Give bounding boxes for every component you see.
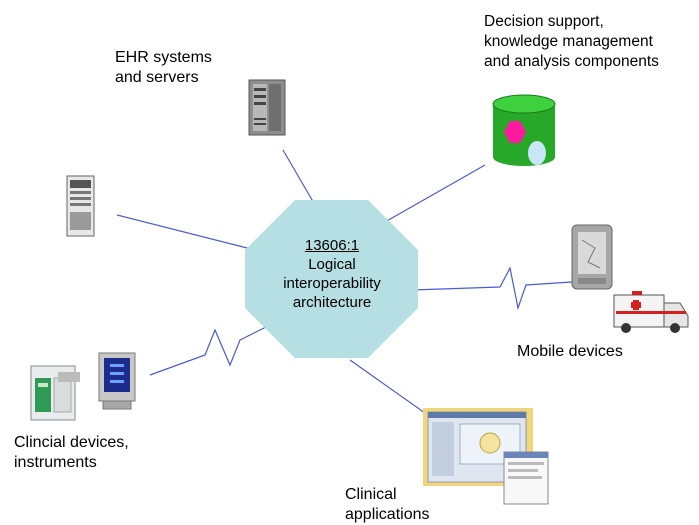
clinical-devices-label-line: instruments: [14, 454, 97, 471]
ambulance-icon: [613, 291, 689, 333]
connector-ehr: [282, 149, 316, 206]
decision-support-label: Decision support, knowledge management a…: [484, 12, 659, 72]
application-screens-icon: [423, 408, 549, 505]
server-tower-icon: [248, 79, 286, 136]
architecture-octagon: [245, 200, 418, 358]
server-tower-icon: [66, 175, 95, 237]
connector-decision: [384, 164, 486, 223]
ehr-label-line: EHR systems: [115, 49, 212, 66]
ehr-label-line: and servers: [115, 69, 199, 86]
clinical-apps-label-line: applications: [345, 506, 430, 523]
decision-label-line: and analysis components: [484, 53, 659, 70]
architecture-title-line: Logical: [308, 256, 356, 273]
pda-icon: [571, 224, 613, 290]
decision-label-line: knowledge management: [484, 33, 653, 50]
clinical-applications-label: Clinical applications: [345, 485, 430, 525]
architecture-label: 13606:1 Logical interoperability archite…: [252, 236, 412, 312]
monitor-icon: [98, 352, 136, 410]
connector-server-left: [116, 214, 256, 251]
architecture-title-line: architecture: [292, 294, 372, 311]
database-cylinder-icon: [492, 94, 556, 166]
clinical-devices-label: Clincial devices, instruments: [14, 433, 129, 473]
connector-mobile: [411, 266, 573, 311]
connector-clinical-devices: [149, 324, 271, 376]
clinical-apps-label-line: Clinical: [345, 486, 397, 503]
medical-device-icon: [30, 365, 80, 421]
decision-label-line: Decision support,: [484, 13, 604, 30]
ehr-label: EHR systems and servers: [115, 48, 212, 88]
clinical-devices-label-line: Clincial devices,: [14, 434, 129, 451]
connector-clinical-apps: [349, 359, 433, 419]
architecture-standard-id: 13606:1: [304, 237, 360, 254]
mobile-devices-label: Mobile devices: [517, 343, 623, 360]
architecture-title-line: interoperability: [283, 275, 381, 292]
